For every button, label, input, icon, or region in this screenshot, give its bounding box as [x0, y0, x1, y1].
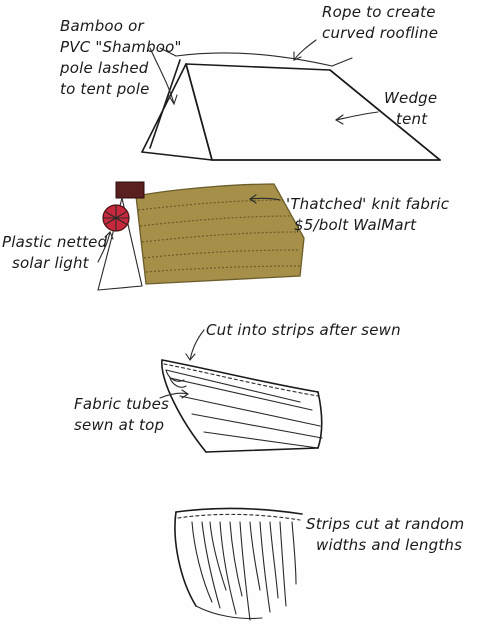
solar-light-netting [102, 204, 130, 232]
label-line: tent [396, 110, 428, 128]
label-line: Strips cut at random [306, 515, 465, 533]
fabric-stripe [143, 249, 301, 259]
fabric-strip [291, 521, 297, 585]
arrowhead-fabric-tubes [181, 389, 189, 399]
arrowhead-wedge-tent [334, 114, 344, 125]
random-strips-drawing [174, 507, 303, 621]
fabric-tubes-drawing [159, 329, 323, 453]
tube-line [179, 395, 321, 427]
arrow-fabric [249, 197, 281, 201]
arrowhead-bamboo [168, 94, 178, 106]
tent-ground-line [141, 151, 441, 161]
fabric-strip [259, 521, 271, 613]
label-cut-strips: Cut into strips after sewn [206, 320, 401, 341]
label-line: Plastic netted [2, 233, 108, 251]
label-line: curved roofline [322, 24, 439, 42]
label-bamboo-pole: Bamboo or PVC "Shamboo" pole lashed to t… [60, 16, 182, 100]
label-line: to tent pole [60, 80, 150, 98]
fabric-strip [239, 521, 251, 621]
bamboo-pole [149, 59, 181, 149]
wedge-tent-drawing [141, 39, 441, 161]
fabric-strip [209, 521, 227, 591]
fabric-strip [269, 521, 279, 599]
thatched-fabric-drape [135, 183, 305, 285]
roof-rope [175, 52, 333, 67]
fabric-strip [219, 521, 237, 615]
tube-curl [165, 369, 185, 382]
thatched-tent-ground [97, 285, 143, 291]
arrow-cut-strips [189, 329, 205, 361]
arrow-solar-light [97, 231, 111, 263]
arrowhead-solar-light [104, 231, 114, 240]
arrow-bamboo [149, 47, 175, 105]
fabric-strip [279, 521, 287, 607]
label-rope: Rope to create curved roofline [322, 2, 438, 44]
arrow-rope [293, 39, 317, 61]
arrowhead-cut-strips [185, 353, 196, 361]
tube-stitch-line [163, 363, 319, 397]
rope-end-rear [331, 57, 353, 67]
tube-curl [169, 377, 187, 388]
fabric-strip [229, 521, 243, 597]
tube-line [165, 369, 301, 403]
label-random-strips: Strips cut at random widths and lengths [306, 514, 464, 556]
label-line: 'Thatched' knit fabric [286, 195, 450, 213]
fabric-stripe [141, 231, 299, 243]
rope-end-front [159, 47, 177, 57]
strips-stitch-line [177, 513, 301, 521]
label-line: $5/bolt WalMart [294, 216, 417, 234]
strips-left-edge [174, 511, 197, 607]
fabric-stripe [137, 199, 285, 211]
fabric-strip [191, 521, 213, 603]
thatched-tent-drawing [97, 181, 305, 291]
tube-line [203, 431, 319, 449]
tube-right-edge [317, 391, 323, 449]
tent-side-edge [185, 63, 213, 161]
label-line: Fabric tubes [74, 395, 170, 413]
label-line: PVC "Shamboo" [60, 38, 182, 56]
label-line: Rope to create [322, 3, 436, 21]
label-thatched-fabric: 'Thatched' knit fabric $5/bolt WalMart [286, 194, 449, 236]
fabric-strip [201, 521, 221, 609]
tube-top-seam [161, 359, 319, 393]
pole-bracket [115, 181, 145, 199]
label-line: Wedge [384, 89, 438, 107]
tube-line [191, 413, 323, 439]
fabric-strip [249, 521, 261, 591]
label-wedge-tent: Wedge tent [384, 88, 437, 130]
arrow-fabric-tubes [159, 392, 189, 399]
label-solar-light: Plastic netted solar light [2, 232, 107, 274]
label-line: pole lashed [60, 59, 149, 77]
label-line: widths and lengths [316, 536, 463, 554]
arrowhead-fabric [249, 194, 257, 204]
arrow-wedge-tent [335, 111, 379, 121]
label-line: solar light [12, 254, 89, 272]
arrowhead-rope [293, 51, 302, 61]
tube-bottom-edge [205, 447, 319, 453]
tube-left-edge [161, 359, 207, 453]
fabric-stripe [145, 265, 301, 273]
tent-rear-edge [329, 69, 441, 161]
strips-bottom-curve [195, 605, 263, 619]
label-line: sewn at top [74, 416, 165, 434]
strips-top-seam [175, 507, 303, 515]
label-fabric-tubes: Fabric tubes sewn at top [74, 394, 169, 436]
label-line: Cut into strips after sewn [206, 321, 401, 339]
tube-line [169, 377, 313, 411]
label-line: Bamboo or [60, 17, 144, 35]
